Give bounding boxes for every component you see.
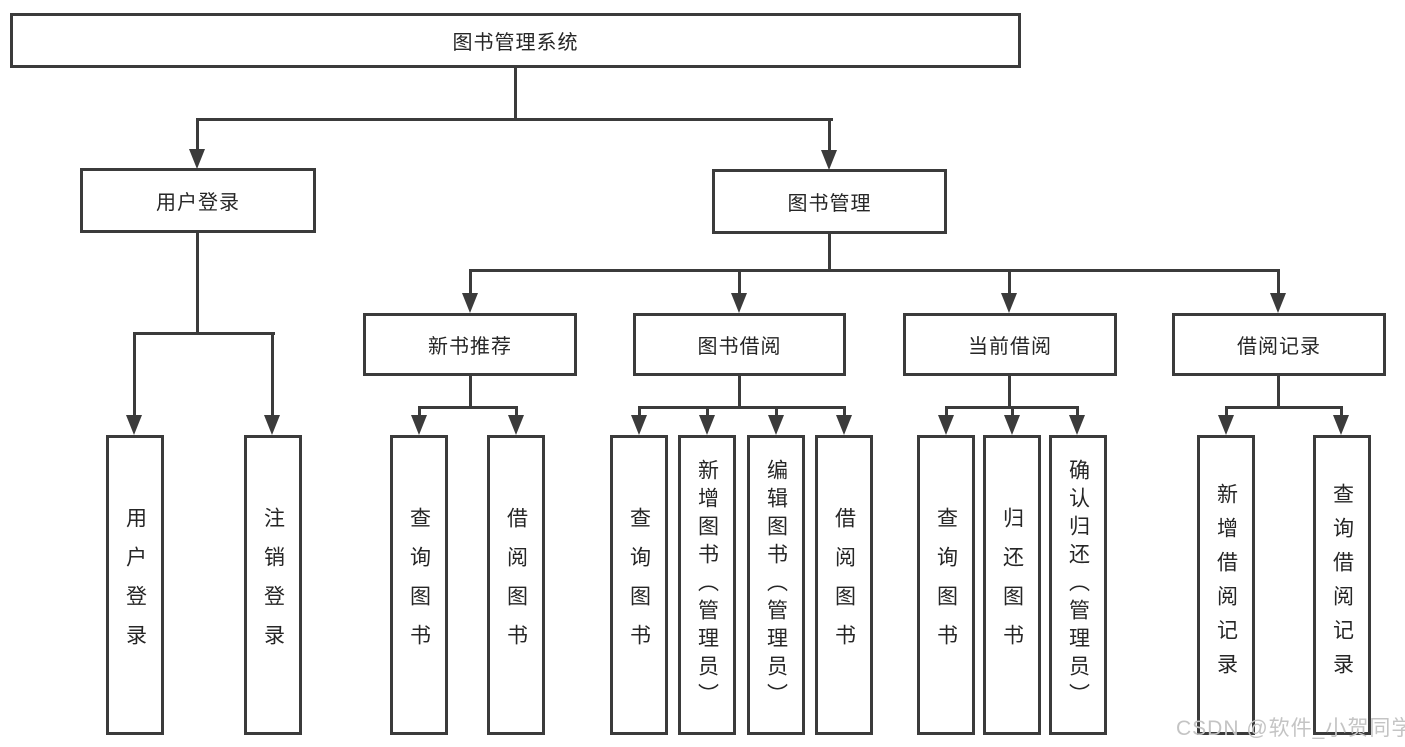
arrowhead-leaf-edit-books: [768, 415, 784, 435]
connector-to-book-management: [828, 118, 831, 152]
connector-to-borrow-records: [1277, 269, 1280, 295]
arrowhead-borrow-records: [1270, 293, 1286, 313]
connector-user-stem: [196, 233, 199, 335]
arrowhead-book-management: [821, 150, 837, 170]
arrowhead-leaf-return: [1004, 415, 1020, 435]
connector-current-stem: [1008, 376, 1011, 409]
node-label: 用户登录: [123, 507, 147, 663]
connector-to-new-book: [469, 269, 472, 295]
connector-to-leaf-confirm-return: [1076, 406, 1079, 417]
node-label: 注销登录: [261, 507, 285, 663]
node-user-login-branch: 用户登录: [80, 168, 316, 233]
csdn-watermark: CSDN @软件_小贺同学: [1176, 717, 1405, 740]
connector-to-leaf-add-books: [706, 406, 709, 417]
node-label: 归还图书: [1000, 507, 1024, 663]
arrowhead-book-borrow: [731, 293, 747, 313]
connector-borrow-rail: [638, 406, 845, 409]
node-label: 新增图书（管理员）: [695, 459, 719, 711]
node-label: 新增借阅记录: [1214, 483, 1238, 687]
leaf-query-books-1: 查询图书: [390, 435, 448, 735]
connector-to-leaf-borrow-2: [843, 406, 846, 417]
connector-user-rail: [133, 332, 275, 335]
connector-to-leaf-edit-books: [775, 406, 778, 417]
arrowhead-user-login: [189, 149, 205, 169]
connector-newbook-stem: [469, 376, 472, 409]
node-label: 借阅图书: [832, 507, 856, 663]
connector-to-leaf-query-1: [418, 406, 421, 417]
arrowhead-leaf-borrow-2: [836, 415, 852, 435]
arrowhead-leaf-query-2: [631, 415, 647, 435]
arrowhead-new-book: [462, 293, 478, 313]
arrowhead-leaf-borrow-1: [508, 415, 524, 435]
connector-to-leaf-user-login: [133, 332, 136, 417]
connector-to-book-borrow: [738, 269, 741, 295]
node-label: 查询借阅记录: [1330, 483, 1354, 687]
connector-to-leaf-borrow-1: [515, 406, 518, 417]
node-label: 借阅记录: [1237, 336, 1321, 358]
connector-to-leaf-query-record: [1340, 406, 1343, 417]
node-book-management: 图书管理: [712, 169, 947, 234]
connector-to-leaf-return: [1011, 406, 1014, 417]
node-root: 图书管理系统: [10, 13, 1021, 68]
arrowhead-leaf-query-record: [1333, 415, 1349, 435]
leaf-borrow-books-2: 借阅图书: [815, 435, 873, 735]
leaf-query-books-2: 查询图书: [610, 435, 668, 735]
leaf-logout: 注销登录: [244, 435, 302, 735]
node-label: 查询图书: [934, 507, 958, 663]
arrowhead-leaf-add-books: [699, 415, 715, 435]
node-label: 确认归还（管理员）: [1066, 459, 1090, 711]
node-label: 查询图书: [627, 507, 651, 663]
node-label: 新书推荐: [428, 336, 512, 358]
leaf-borrow-books-1: 借阅图书: [487, 435, 545, 735]
connector-to-current-borrow: [1008, 269, 1011, 295]
node-label: 图书管理系统: [452, 32, 579, 54]
arrowhead-leaf-add-record: [1218, 415, 1234, 435]
node-label: 编辑图书（管理员）: [764, 459, 788, 711]
arrowhead-leaf-query-3: [938, 415, 954, 435]
node-label: 查询图书: [407, 507, 431, 663]
node-label: 图书管理: [787, 193, 872, 215]
leaf-add-borrow-record: 新增借阅记录: [1197, 435, 1255, 735]
arrowhead-leaf-logout: [264, 415, 280, 435]
connector-borrow-stem: [738, 376, 741, 409]
leaf-user-login: 用户登录: [106, 435, 164, 735]
leaf-add-books-admin: 新增图书（管理员）: [678, 435, 736, 735]
node-label: 用户登录: [156, 192, 240, 214]
connector-mgmt-rail: [469, 269, 1280, 272]
connector-to-user-login: [196, 118, 199, 152]
leaf-edit-books-admin: 编辑图书（管理员）: [747, 435, 805, 735]
connector-newbook-rail: [418, 406, 518, 409]
arrowhead-leaf-confirm-return: [1069, 415, 1085, 435]
connector-to-leaf-query-3: [945, 406, 948, 417]
node-label: 当前借阅: [968, 336, 1052, 358]
node-current-borrow: 当前借阅: [903, 313, 1117, 376]
connector-root-stem: [514, 68, 517, 121]
arrowhead-leaf-user-login: [126, 415, 142, 435]
connector-mgmt-stem: [828, 234, 831, 272]
node-book-borrow: 图书借阅: [633, 313, 846, 376]
node-new-book-recommend: 新书推荐: [363, 313, 577, 376]
arrowhead-leaf-query-1: [411, 415, 427, 435]
connector-to-leaf-query-2: [638, 406, 641, 417]
connector-to-leaf-add-record: [1225, 406, 1228, 417]
connector-root-rail: [196, 118, 833, 121]
leaf-query-borrow-record: 查询借阅记录: [1313, 435, 1371, 735]
arrowhead-current-borrow: [1001, 293, 1017, 313]
node-label: 图书借阅: [697, 336, 782, 358]
connector-to-leaf-logout: [271, 332, 274, 417]
node-borrow-records: 借阅记录: [1172, 313, 1386, 376]
leaf-query-books-3: 查询图书: [917, 435, 975, 735]
node-label: 借阅图书: [504, 507, 528, 663]
leaf-return-books: 归还图书: [983, 435, 1041, 735]
connector-records-stem: [1277, 376, 1280, 409]
connector-records-rail: [1225, 406, 1342, 409]
leaf-confirm-return-admin: 确认归还（管理员）: [1049, 435, 1107, 735]
